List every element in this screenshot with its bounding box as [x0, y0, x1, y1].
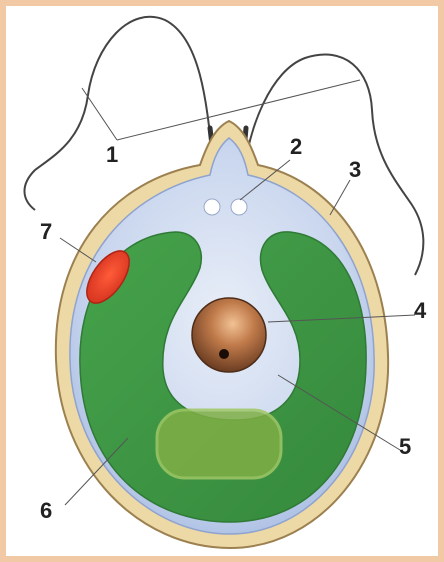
label-cell-wall: 3 [349, 157, 361, 182]
diagram-panel: 1 2 3 4 5 6 7 [6, 6, 438, 556]
label-nucleus: 4 [414, 298, 427, 323]
label-contractile-vacuoles: 2 [290, 134, 302, 159]
label-cytoplasm: 5 [399, 434, 411, 459]
chlamydomonas-diagram: 1 2 3 4 5 6 7 [6, 6, 438, 556]
label-eyespot: 7 [40, 219, 52, 244]
label-flagella: 1 [106, 142, 118, 167]
label-chloroplast: 6 [40, 498, 52, 523]
nucleolus [219, 349, 229, 359]
pyrenoid [157, 410, 281, 478]
nucleus [192, 298, 266, 372]
